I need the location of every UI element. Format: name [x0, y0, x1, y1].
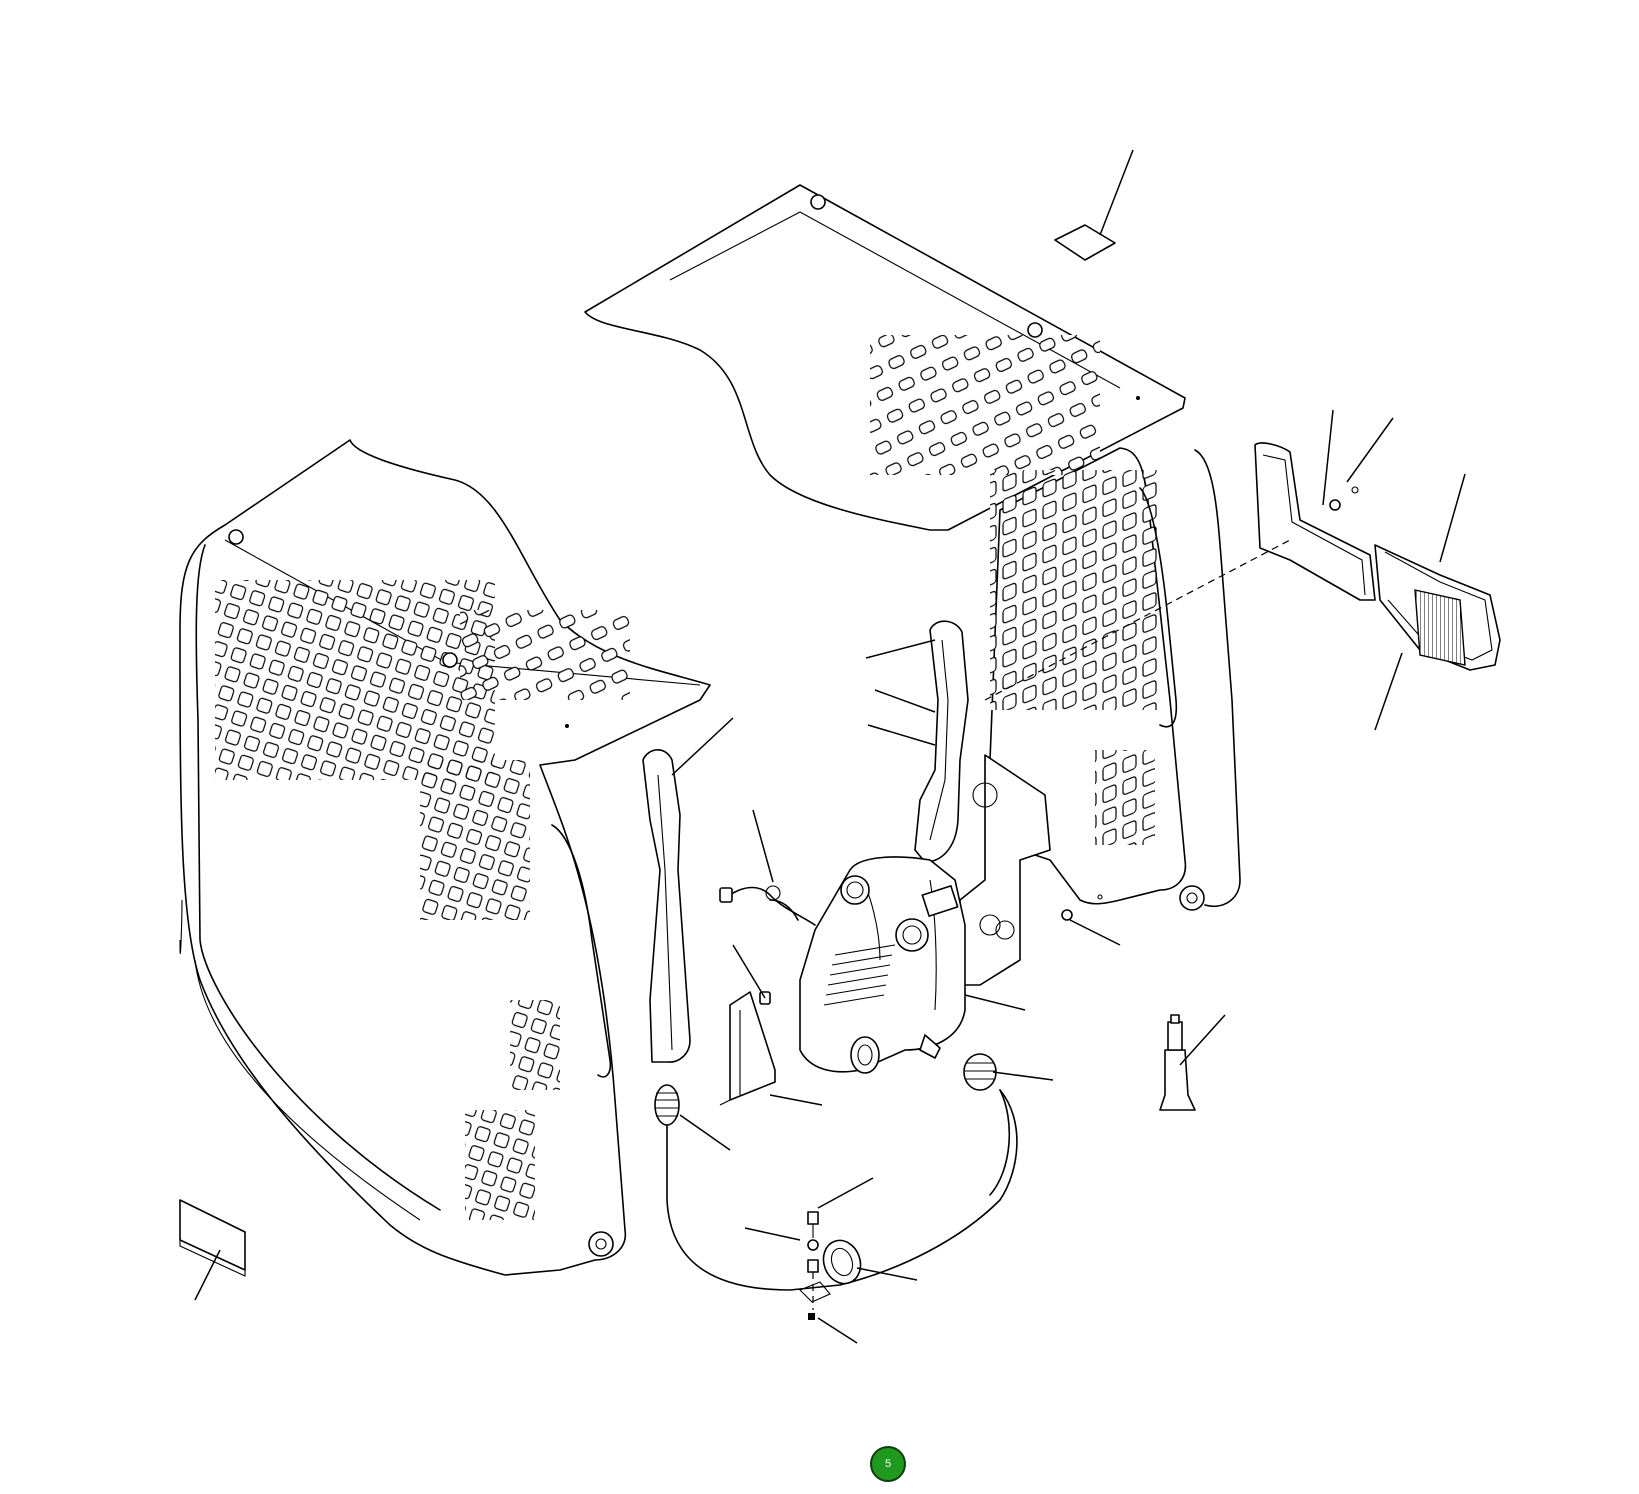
assembly-axis: [984, 539, 1291, 701]
roof-panel[interactable]: [584, 184, 1186, 531]
wire-harness[interactable]: [719, 885, 816, 926]
decal-label-bottom[interactable]: [179, 1199, 246, 1277]
page-number-label: 5: [884, 1458, 892, 1470]
cabin-air-filter[interactable]: [1414, 589, 1466, 666]
right-side-panel[interactable]: [989, 447, 1241, 911]
left-side-panel[interactable]: [179, 439, 711, 1276]
console-base[interactable]: [959, 754, 1051, 986]
air-duct[interactable]: [1254, 442, 1376, 601]
sealant-tube[interactable]: [1159, 1014, 1196, 1111]
fastener-set[interactable]: [799, 1211, 831, 1320]
hose-clamp[interactable]: [818, 1235, 867, 1289]
panel-bolt[interactable]: [1061, 894, 1103, 921]
bracket-plate[interactable]: [719, 991, 776, 1106]
right-bellows[interactable]: [963, 1053, 997, 1091]
decal-label-top[interactable]: [1054, 224, 1116, 261]
left-bellows[interactable]: [654, 1084, 680, 1126]
left-armrest[interactable]: [642, 749, 691, 1063]
hose-loop: [666, 1089, 1018, 1291]
console-vents: [823, 944, 896, 1006]
leader-lines: [194, 149, 1466, 1344]
page-number-badge[interactable]: 5: [870, 1446, 906, 1482]
control-console[interactable]: [769, 856, 966, 1074]
